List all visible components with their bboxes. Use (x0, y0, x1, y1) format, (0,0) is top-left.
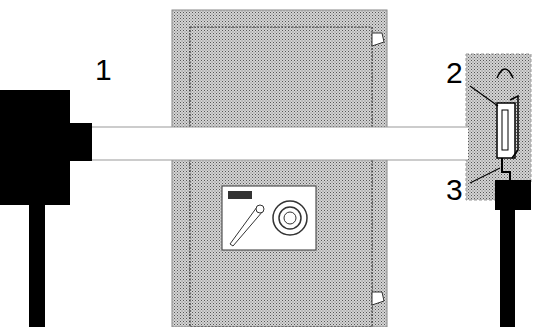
receiver-base (495, 180, 531, 210)
beam-edge (92, 127, 468, 128)
relay-contact (502, 158, 510, 180)
safe-hinge (372, 292, 384, 305)
leader-line (470, 168, 500, 183)
control-panel (222, 186, 316, 250)
emitter-box (0, 90, 70, 205)
dial-center (284, 212, 296, 224)
name-plate (228, 191, 252, 199)
callout-number: 2 (446, 58, 463, 88)
leader-line (470, 86, 498, 106)
light-beam (92, 127, 468, 160)
spring-clip (497, 69, 513, 78)
safe-door (190, 27, 372, 327)
safe-body (172, 10, 387, 327)
cell-holder (510, 96, 518, 158)
beam-edge (92, 160, 468, 161)
handle-hub (256, 205, 264, 213)
photo-cell (497, 103, 515, 158)
dial-ring (279, 207, 301, 229)
safe-hinge (372, 33, 384, 46)
emitter-pole (29, 205, 45, 327)
callout-number: 1 (95, 55, 112, 85)
receiver-housing (466, 54, 531, 200)
callout-number: 3 (446, 175, 463, 205)
receiver-pole (500, 210, 515, 327)
combination-dial (273, 201, 307, 235)
emitter-lens (68, 123, 92, 161)
photo-cell-window (502, 110, 508, 150)
